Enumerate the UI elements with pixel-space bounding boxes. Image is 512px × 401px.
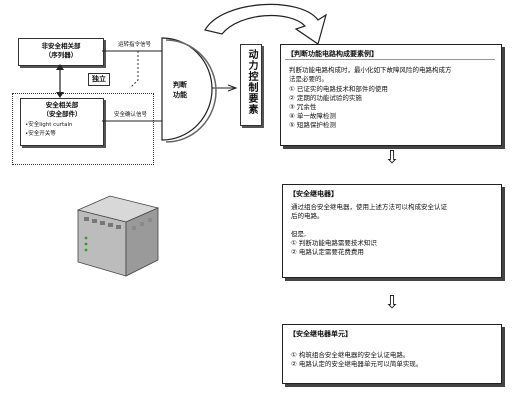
judge-function-label: 判断 功能	[173, 81, 187, 99]
safety-relay-unit-image	[76, 195, 160, 277]
bullet-light-curtain: •安全light curtain	[25, 122, 73, 128]
run-command-signal-label: 运转指令信号	[118, 42, 152, 48]
panel2-title: 【安全继电器】	[289, 190, 338, 198]
judge-function-shape	[161, 37, 217, 143]
panel2-line-5: ① 判断功能电路需要技术知识	[291, 239, 377, 247]
safety-confirm-signal-label: 安全确认信号	[114, 112, 148, 118]
independent-label-box: 独立	[88, 73, 110, 86]
judge-circuit-elements-panel: 【判断功能电路构成要素例】 判断功能电路构成时，最小化如下故障风险的电路构成方 …	[280, 44, 502, 146]
safety-part-box: 安全相关部 （安全部件） •安全light curtain •安全开关等	[20, 98, 104, 146]
panel1-item-5: ⑤ 短路保护检测	[289, 121, 336, 129]
panel2-line-1: 通过组合安全继电器，使用上述方法可以构成安全认证	[291, 203, 447, 211]
power-control-element-label: 动力控制要素	[246, 49, 257, 115]
independent-double-arrow	[56, 64, 64, 98]
panel3-title: 【安全继电器单元】	[289, 330, 352, 338]
panel2-line-4: 但是,	[291, 230, 307, 238]
safety-relay-panel: 【安全继电器】 通过组合安全继电器，使用上述方法可以构成安全认证 后的电路。 但…	[282, 184, 502, 278]
non-safety-title: 非安全相关部	[41, 42, 81, 50]
panel1-intro-1: 判断功能电路构成时，最小化如下故障风险的电路构成方	[289, 66, 452, 74]
safety-title: 安全相关部	[45, 101, 79, 109]
safety-relay-unit-panel: 【安全继电器单元】 ① 构筑组合安全继电器的安全认证电路。 ② 电路认定的安全继…	[282, 324, 502, 384]
bullet-safety-switch: •安全开关等	[25, 131, 56, 137]
panel1-item-3: ③ 冗余性	[289, 103, 317, 111]
independent-label: 独立	[92, 75, 106, 83]
power-control-element-box: 动力控制要素	[240, 44, 262, 126]
down-arrow-2: ⇩	[384, 292, 400, 313]
down-arrow-1: ⇩	[384, 147, 400, 168]
panel1-item-1: ① 已证实的电路技术和部件的使用	[289, 85, 388, 93]
panel1-item-2: ② 定期的功能试验的实施	[289, 94, 362, 102]
safety-region-outline	[12, 93, 154, 165]
safety-subtitle: （安全部件）	[42, 110, 82, 118]
panel3-line-2: ② 电路认定的安全继电器单元可以简单实现。	[291, 360, 423, 368]
panel1-intro-2: 法是必要的。	[289, 75, 328, 83]
signal-lines	[102, 50, 238, 122]
panel3-line-1: ① 构筑组合安全继电器的安全认证电路。	[291, 351, 410, 359]
panel1-title: 【判断功能电路构成要素例】	[287, 50, 378, 58]
panel1-item-4: ④ 单一故障检测	[289, 112, 336, 120]
non-safety-subtitle: （序列器）	[44, 51, 78, 59]
panel2-line-6: ② 电路认定需要花费费用	[291, 248, 364, 256]
panel2-line-2: 后的电路。	[291, 212, 324, 220]
